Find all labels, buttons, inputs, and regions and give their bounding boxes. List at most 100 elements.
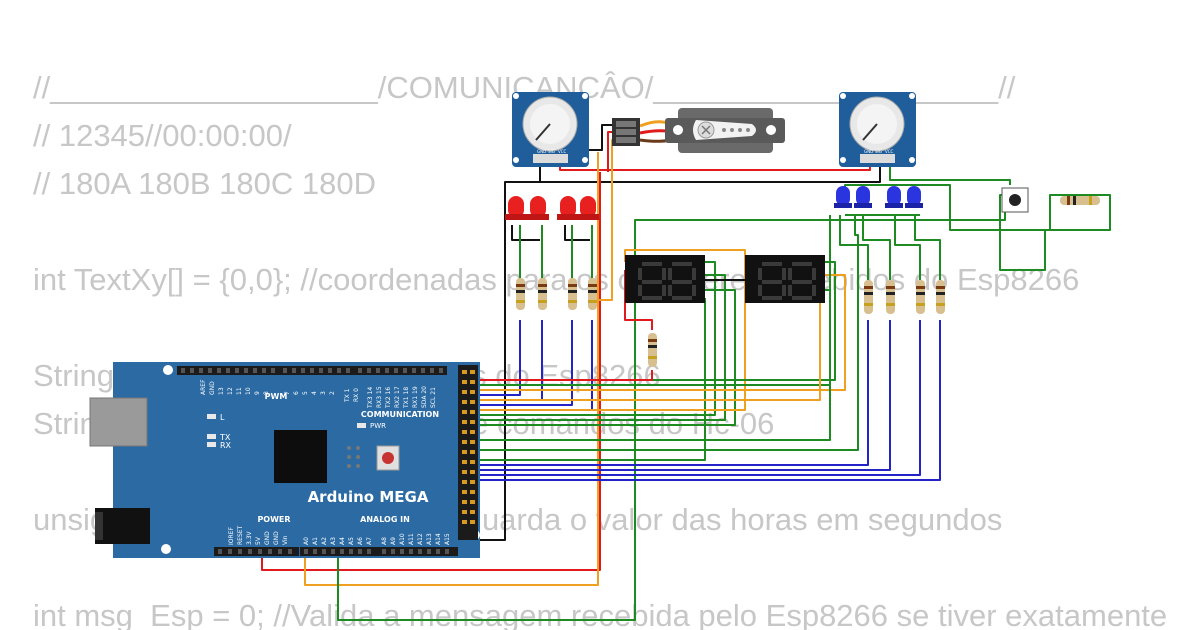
blue-led [885,186,903,208]
board-name: Arduino MEGA [308,488,429,506]
wire-joystick1-vcc [559,160,871,171]
pin-label: 6 [293,391,300,395]
wire-7seg-2-d [470,298,821,401]
pin-label: AREF [200,379,207,395]
resistor [864,280,873,314]
pin-label: GND [264,531,271,545]
wire-red-led-4 [470,320,593,411]
tx-led [207,434,216,439]
right-header-pins [462,370,475,524]
joystick-pin-vcc: VCC [558,149,567,154]
pin-label: RESET [237,525,244,545]
wire-blue-led-extra-2 [470,215,859,451]
blue-led [854,186,872,208]
wire-display-resistor-red [470,270,653,381]
pin-label: 2 [329,391,336,395]
resistor [916,280,925,314]
resistor [588,278,597,310]
analog-in-label: ANALOG IN [360,515,410,524]
wire-blue-led-res-1 [839,215,869,280]
wire-7seg-1-b [470,274,726,421]
pin-label: 8 [263,391,270,395]
pin-label: SCL 21 [430,387,437,408]
wire-blue-led-1 [470,320,869,466]
pin-label: 7 [284,391,291,395]
pin-label: Vin [282,535,289,545]
icsp-header [347,446,360,468]
wire-7seg-1-c [470,289,736,426]
push-button [1001,187,1029,213]
wire-joystick2-signal-green [889,160,1011,185]
power-jack [95,508,150,544]
bottom-header-pins [218,549,449,554]
pin-label: 10 [245,387,252,395]
pin-label: A3 [330,537,337,545]
wire-blue-led-top [844,184,1111,271]
l-led-label: L [220,413,225,422]
red-led [577,196,599,220]
pin-label: 5V [255,536,262,545]
power-pin-labels: IOREF RESET 3.3V 5V GND GND Vin [228,525,289,545]
pin-label: A11 [408,533,415,545]
right-header [458,365,478,540]
red-led [505,196,527,220]
pin-label: RX2 17 [394,386,401,408]
pin-label: A5 [348,537,355,545]
pin-label: A8 [381,537,388,545]
resistor [936,280,945,314]
pin-label: A10 [399,533,406,545]
joystick-pin-vcc: VCC [885,149,894,154]
tx-led-label: TX [219,433,231,442]
seven-segment-display-right [745,255,825,303]
power-header [214,547,299,556]
joystick-pin-sig: SIG [548,149,555,154]
pin-label: SDA 20 [421,386,428,408]
pin-label: 5 [302,391,309,395]
pin-label: 3 [320,391,327,395]
resistor [886,280,895,314]
joystick-pin-gnd: GND [864,149,873,154]
wire-red-led-3 [470,320,573,406]
pin-label: A14 [435,533,442,545]
wire-blue-led-res-2 [862,215,891,280]
pin-label: 13 [218,387,225,395]
blue-led [905,186,923,208]
joystick-pin-sig: SIG [875,149,882,154]
wire-power-black-left [470,181,540,541]
wire-joystick1-gnd [539,160,881,183]
blue-leds [834,186,923,208]
wire-blue-led-3 [470,320,921,476]
pin-label: 9 [254,391,261,395]
joystick-module-left: GND SIG VCC [512,92,589,167]
pwr-led-label: PWR [370,422,386,430]
analog-header [300,547,458,556]
pin-label: A2 [321,537,328,545]
red-leds [505,196,599,220]
rx-led-label: RX [220,441,232,450]
pin-label: TX1 18 [403,387,410,409]
pin-label: A6 [357,537,364,545]
top-pin-labels: AREF GND 13 12 11 10 9 8 7 6 5 4 3 2 TX … [200,379,437,409]
pwm-label: PWM [265,392,288,401]
power-label: POWER [257,515,290,524]
wire-red-5v [261,172,601,571]
pin-label: A13 [426,533,433,545]
wire-7seg-2-b [470,274,846,391]
joystick-pin-gnd: GND [537,149,546,154]
pin-label: RX3 15 [376,386,383,408]
pin-label: RX 0 [353,388,360,402]
wire-red-led-legs [519,225,593,280]
wire-blue-led-2 [470,320,891,471]
analog-pin-labels: A0 A1 A2 A3 A4 A5 A6 A7 A8 A9 A10 A11 A1… [303,533,451,545]
wire-7seg-1-orange [470,249,746,411]
pin-label: A1 [312,537,319,545]
servo-motor [612,108,785,153]
wire-7seg-1-a [470,261,716,416]
blue-led [834,186,852,208]
pin-label: TX2 16 [385,387,392,409]
pin-label: IOREF [228,527,235,545]
resistor [568,278,577,310]
pin-label: TX 1 [344,388,351,403]
red-led [557,196,579,220]
